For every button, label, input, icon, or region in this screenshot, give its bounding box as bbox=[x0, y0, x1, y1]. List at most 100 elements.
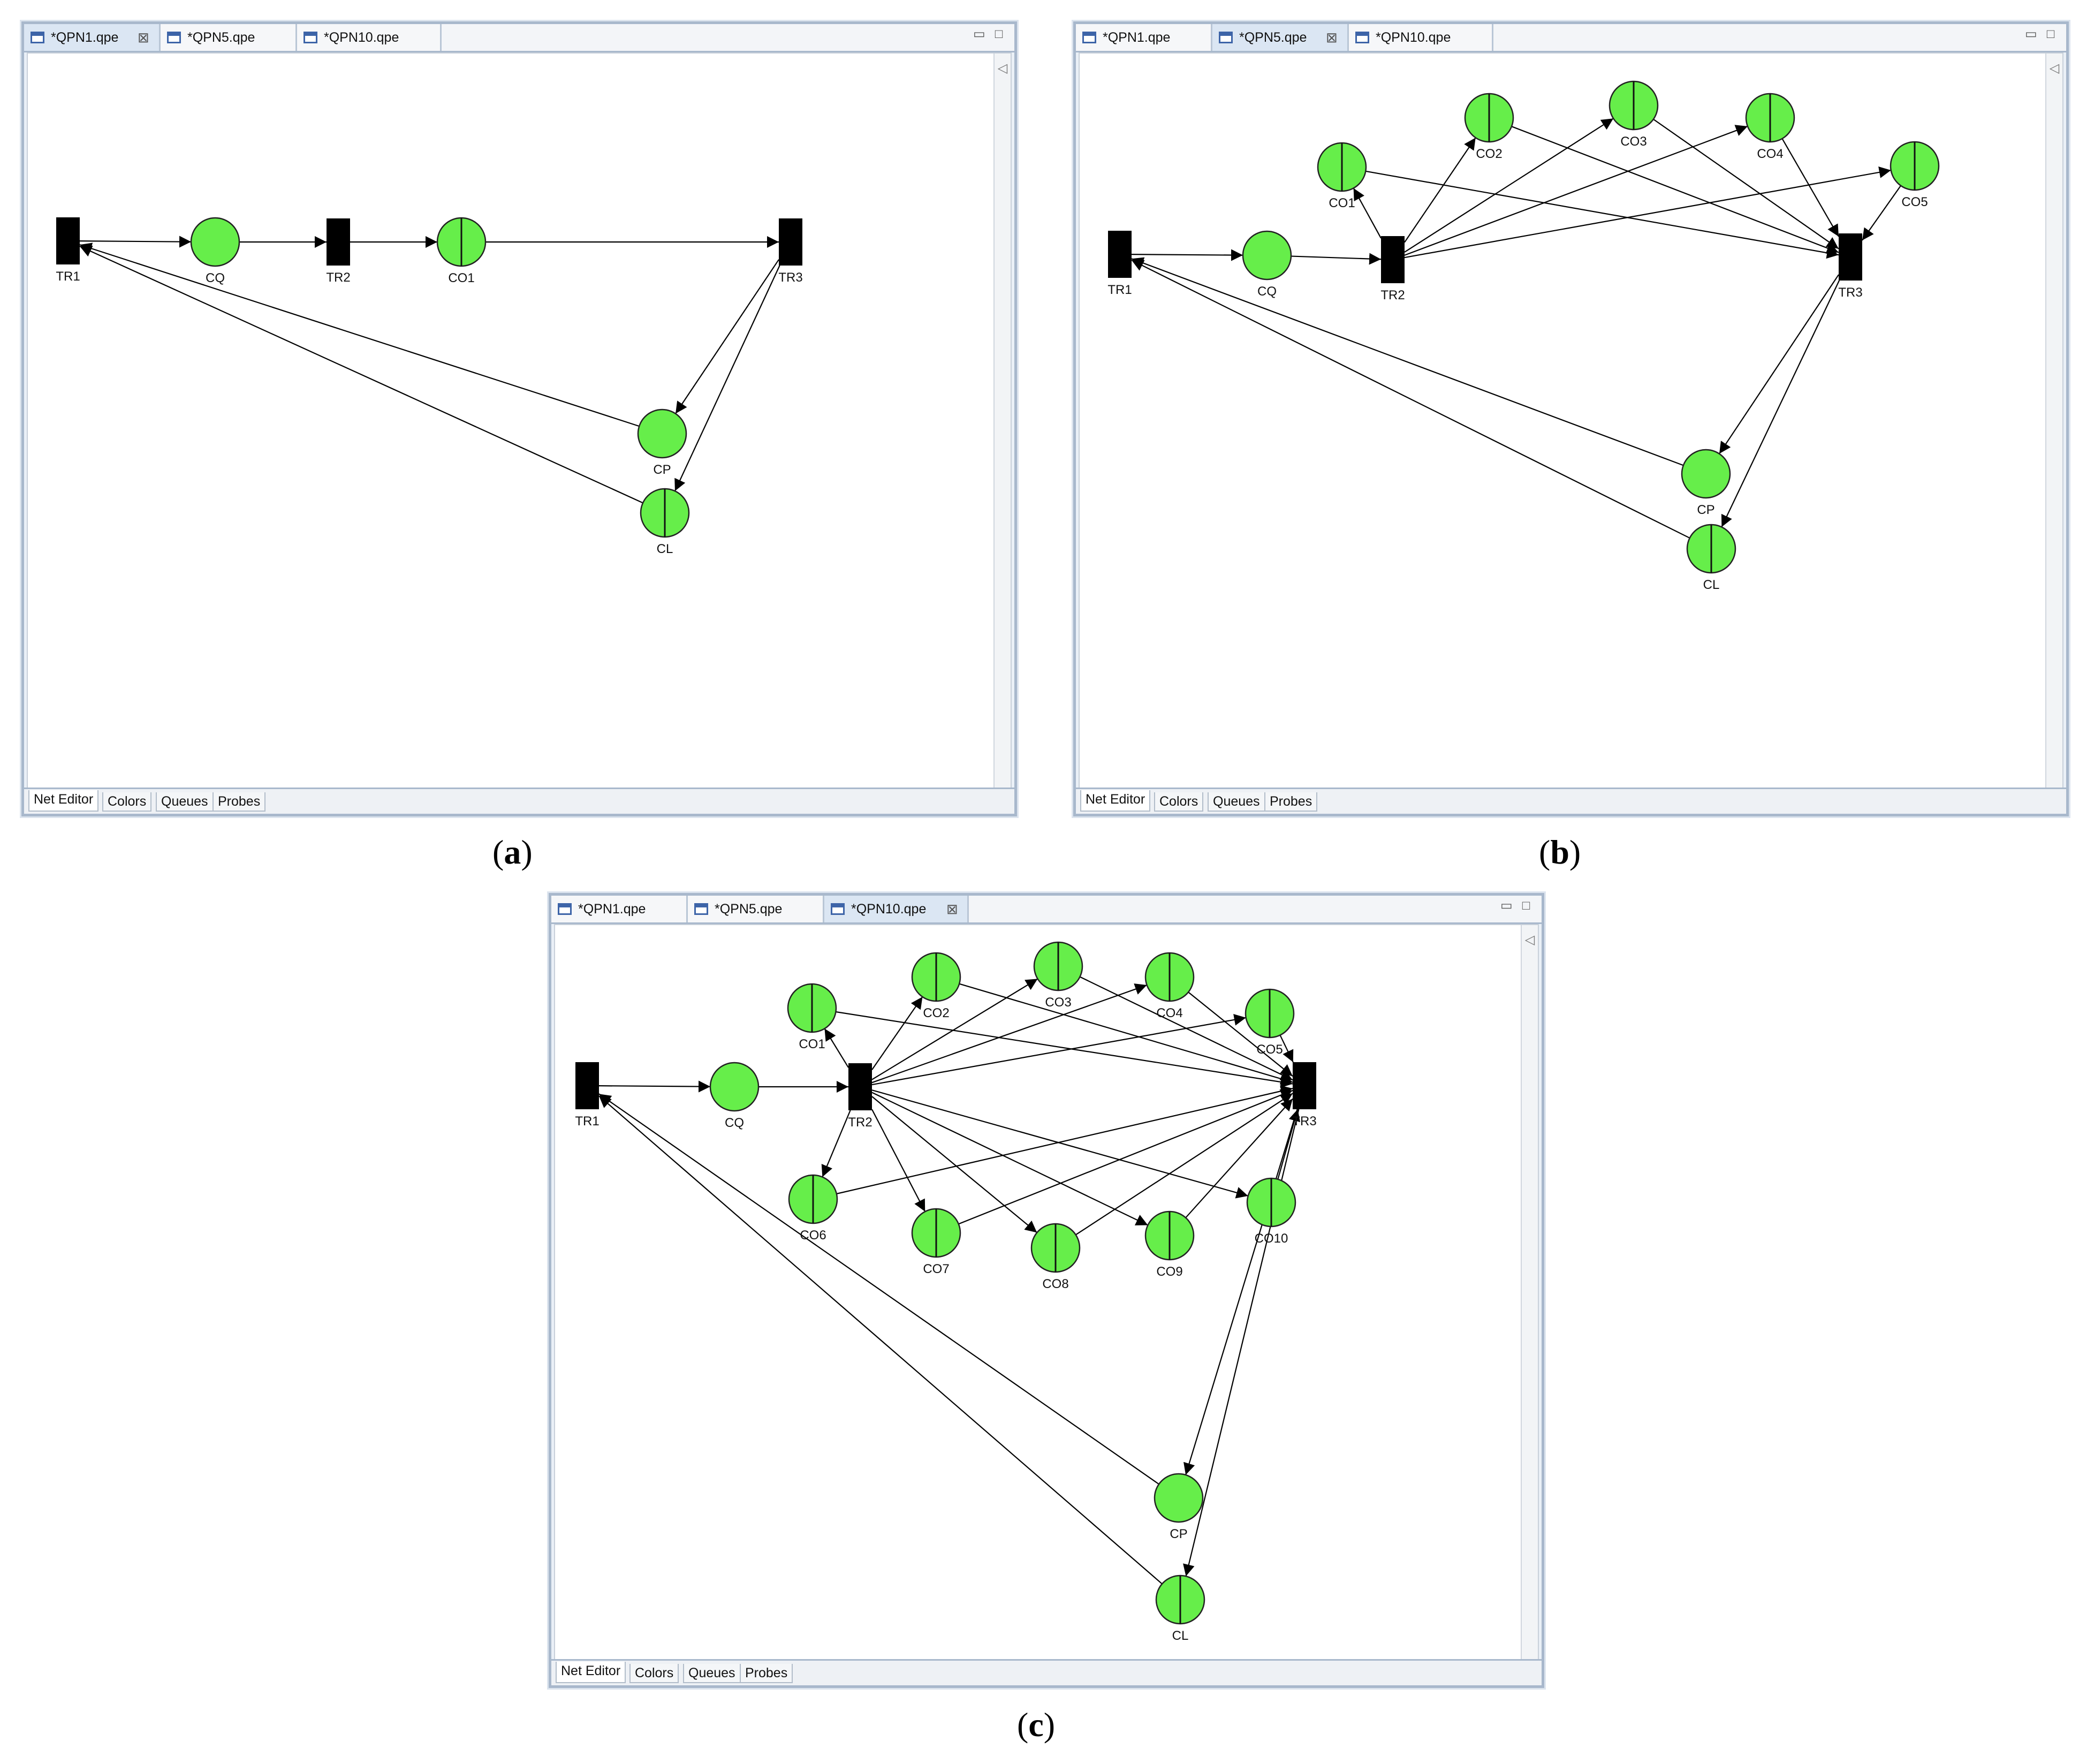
queueing-place-co7[interactable]: CO7 bbox=[911, 1208, 961, 1276]
queueing-place-cl[interactable]: CL bbox=[1686, 524, 1736, 592]
place-cp[interactable]: CP bbox=[1681, 449, 1731, 517]
arc-tr2-to-co3[interactable] bbox=[1404, 118, 1614, 253]
vertical-scrollbar[interactable]: ◁ bbox=[1521, 925, 1538, 1660]
tab-queues[interactable]: Queues bbox=[156, 792, 214, 812]
transition-tr1[interactable]: TR1 bbox=[1107, 231, 1132, 297]
maximize-icon[interactable]: □ bbox=[1522, 898, 1530, 913]
tab-colors[interactable]: Colors bbox=[102, 792, 152, 812]
arc-tr3-to-cl[interactable] bbox=[1183, 1109, 1300, 1577]
arc-tr3-to-cp[interactable] bbox=[675, 259, 779, 414]
arc-co2-to-tr3[interactable] bbox=[959, 983, 1293, 1085]
arc-tr2-to-co9[interactable] bbox=[871, 1092, 1148, 1226]
tab-net-editor[interactable]: Net Editor bbox=[556, 1662, 626, 1683]
transition-tr2[interactable]: TR2 bbox=[326, 218, 351, 285]
transition-tr1[interactable]: TR1 bbox=[56, 217, 80, 284]
arc-tr3-to-cl[interactable] bbox=[1721, 280, 1840, 527]
arc-co5-to-tr3[interactable] bbox=[1862, 185, 1901, 241]
arc-cp-to-tr1[interactable] bbox=[79, 243, 640, 427]
tab-net-editor[interactable]: Net Editor bbox=[28, 790, 99, 812]
queueing-place-co3[interactable]: CO3 bbox=[1033, 941, 1083, 1010]
arc-co8-to-tr3[interactable] bbox=[1075, 1093, 1293, 1236]
queueing-place-co2[interactable]: CO2 bbox=[911, 952, 961, 1020]
tab-net-editor[interactable]: Net Editor bbox=[1080, 790, 1151, 812]
maximize-icon[interactable]: □ bbox=[2046, 27, 2055, 41]
arc-co6-to-tr3[interactable] bbox=[836, 1085, 1293, 1194]
arc-tr1-to-cq[interactable] bbox=[79, 236, 192, 248]
arc-tr3-to-cl[interactable] bbox=[674, 265, 780, 491]
arc-co5-to-tr3[interactable] bbox=[1279, 1035, 1294, 1063]
arc-co2-to-tr3[interactable] bbox=[1511, 126, 1839, 254]
arc-cl-to-tr1[interactable] bbox=[598, 1095, 1163, 1585]
arc-tr2-to-co1[interactable] bbox=[1353, 187, 1382, 239]
place-cp[interactable]: CP bbox=[637, 408, 687, 477]
close-icon[interactable]: ⊠ bbox=[138, 29, 149, 46]
arc-co7-to-tr3[interactable] bbox=[958, 1089, 1293, 1225]
queueing-place-co10[interactable]: CO10 bbox=[1246, 1177, 1296, 1246]
arc-cl-to-tr1[interactable] bbox=[1131, 259, 1690, 539]
queueing-place-cl[interactable]: CL bbox=[640, 488, 690, 556]
tab-probes[interactable]: Probes bbox=[740, 1664, 793, 1683]
tab-probes[interactable]: Probes bbox=[213, 792, 266, 812]
arc-tr2-to-co1[interactable] bbox=[824, 1028, 849, 1068]
queueing-place-co8[interactable]: CO8 bbox=[1030, 1223, 1081, 1291]
queueing-place-co1[interactable]: CO1 bbox=[1317, 142, 1367, 210]
tab-qpn5[interactable]: *QPN5.qpe ⊠ bbox=[1212, 24, 1349, 51]
queueing-place-co6[interactable]: CO6 bbox=[788, 1174, 838, 1243]
queueing-place-co3[interactable]: CO3 bbox=[1608, 80, 1659, 149]
close-icon[interactable]: ⊠ bbox=[1326, 29, 1338, 46]
queueing-place-co4[interactable]: CO4 bbox=[1144, 952, 1195, 1020]
queueing-place-co1[interactable]: CO1 bbox=[436, 217, 487, 285]
collapse-arrow-icon[interactable]: ◁ bbox=[997, 61, 1008, 75]
queueing-place-cl[interactable]: CL bbox=[1155, 1574, 1205, 1643]
arc-co1-to-tr3[interactable] bbox=[836, 1011, 1293, 1088]
arc-co3-to-tr3[interactable] bbox=[1653, 118, 1839, 249]
tab-queues[interactable]: Queues bbox=[1208, 792, 1265, 812]
queueing-place-co4[interactable]: CO4 bbox=[1745, 93, 1795, 161]
arc-tr2-to-co5[interactable] bbox=[1404, 166, 1891, 259]
queueing-place-co2[interactable]: CO2 bbox=[1464, 93, 1514, 161]
tab-qpn1[interactable]: *QPN1.qpe bbox=[1076, 24, 1212, 51]
queueing-place-co5[interactable]: CO5 bbox=[1890, 141, 1940, 209]
arc-tr3-to-cp[interactable] bbox=[1719, 274, 1839, 455]
place-cp[interactable]: CP bbox=[1154, 1473, 1204, 1541]
transition-tr1[interactable]: TR1 bbox=[575, 1062, 600, 1129]
minimize-icon[interactable]: ▭ bbox=[2025, 27, 2037, 41]
transition-tr3[interactable]: TR3 bbox=[778, 218, 803, 285]
arc-co3-to-tr3[interactable] bbox=[1080, 976, 1293, 1081]
arc-tr3-to-cp[interactable] bbox=[1183, 1109, 1298, 1475]
transition-tr3[interactable]: TR3 bbox=[1838, 233, 1863, 300]
close-icon[interactable]: ⊠ bbox=[946, 901, 958, 917]
arc-tr2-to-co3[interactable] bbox=[871, 978, 1038, 1080]
arc-tr2-to-co6[interactable] bbox=[821, 1110, 851, 1177]
collapse-arrow-icon[interactable]: ◁ bbox=[2049, 61, 2060, 75]
arc-tr2-to-co4[interactable] bbox=[1404, 125, 1748, 256]
tab-qpn10[interactable]: *QPN10.qpe bbox=[1349, 24, 1493, 51]
arc-cp-to-tr1[interactable] bbox=[1131, 257, 1684, 466]
arc-tr2-to-co4[interactable] bbox=[871, 983, 1147, 1084]
tab-qpn1[interactable]: *QPN1.qpe bbox=[551, 896, 688, 922]
queueing-place-co9[interactable]: CO9 bbox=[1144, 1210, 1195, 1279]
tab-queues[interactable]: Queues bbox=[683, 1664, 741, 1683]
arc-tr2-to-co10[interactable] bbox=[871, 1089, 1248, 1199]
transition-tr2[interactable]: TR2 bbox=[1380, 236, 1405, 302]
queueing-place-co5[interactable]: CO5 bbox=[1245, 988, 1295, 1057]
tab-probes[interactable]: Probes bbox=[1264, 792, 1318, 812]
tab-qpn10[interactable]: *QPN10.qpe ⊠ bbox=[824, 896, 969, 922]
vertical-scrollbar[interactable]: ◁ bbox=[993, 54, 1011, 788]
minimize-icon[interactable]: ▭ bbox=[973, 27, 985, 41]
maximize-icon[interactable]: □ bbox=[995, 27, 1003, 41]
arc-cq-to-tr2[interactable] bbox=[1291, 253, 1382, 265]
arc-tr2-to-co5[interactable] bbox=[871, 1013, 1246, 1086]
tab-qpn1[interactable]: *QPN1.qpe ⊠ bbox=[24, 24, 161, 51]
arc-tr1-to-cq[interactable] bbox=[598, 1080, 711, 1093]
minimize-icon[interactable]: ▭ bbox=[1500, 898, 1513, 913]
arc-co4-to-tr3[interactable] bbox=[1188, 991, 1293, 1077]
place-cq[interactable]: CQ bbox=[709, 1062, 760, 1130]
arc-cp-to-tr1[interactable] bbox=[598, 1093, 1159, 1485]
arc-co1-to-tr3[interactable] bbox=[1365, 170, 1839, 259]
tab-colors[interactable]: Colors bbox=[629, 1664, 679, 1683]
transition-tr3[interactable]: TR3 bbox=[1292, 1062, 1317, 1129]
arc-tr1-to-cq[interactable] bbox=[1131, 249, 1243, 261]
